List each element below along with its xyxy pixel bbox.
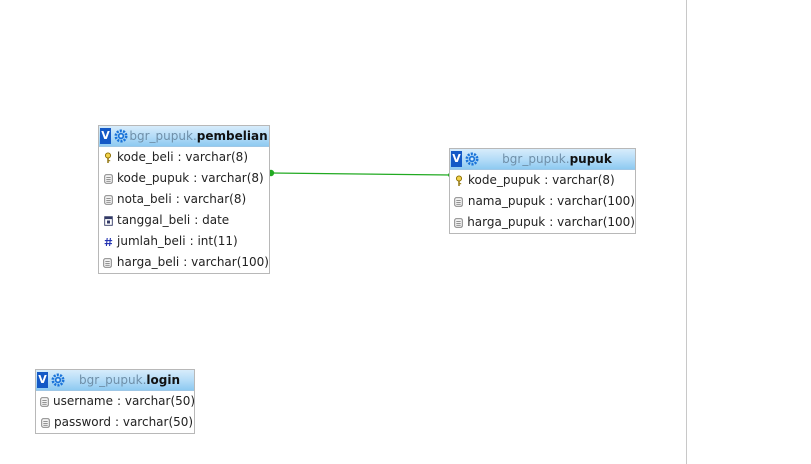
column-row-nama-pupuk[interactable]: nama_pupuk: varchar(100): [450, 191, 635, 212]
table-header[interactable]: V bgr_pupuk.login: [36, 370, 194, 391]
column-icon: [454, 195, 464, 209]
column-row-jumlah-beli[interactable]: jumlah_beli: int(11): [99, 231, 269, 252]
column-name: password: [54, 415, 111, 429]
column-name: harga_beli: [116, 255, 180, 269]
canvas-divider: [686, 0, 687, 464]
column-name: kode_pupuk: [468, 173, 541, 187]
column-name: jumlah_beli: [117, 234, 186, 248]
database-name: bgr_pupuk.: [129, 129, 197, 143]
column-row-tanggal-beli[interactable]: tanggal_beli: date: [99, 210, 269, 231]
column-row-password[interactable]: password: varchar(50): [36, 412, 194, 433]
database-name: bgr_pupuk.: [502, 152, 570, 166]
column-row-username[interactable]: username : varchar(50): [36, 391, 196, 412]
column-name: harga_pupuk: [467, 215, 546, 229]
table-title[interactable]: bgr_pupuk.login: [65, 373, 194, 387]
toggle-columns-button[interactable]: V: [100, 128, 111, 144]
column-row-harga-pupuk[interactable]: harga_pupuk: varchar(100): [450, 212, 635, 233]
column-type: : varchar(50): [114, 415, 194, 429]
column-type: : int(11): [189, 234, 238, 248]
column-name: kode_beli: [117, 150, 174, 164]
numeric-icon: [103, 235, 113, 249]
column-row-harga-beli[interactable]: harga_beli: varchar(100): [99, 252, 269, 273]
gear-icon[interactable]: [114, 129, 128, 143]
gear-icon[interactable]: [51, 373, 65, 387]
date-icon: [103, 214, 113, 228]
column-icon: [103, 256, 113, 270]
table-name: pembelian: [196, 129, 268, 143]
column-list: kode_beli: varchar(8)kode_pupuk: varchar…: [99, 147, 269, 273]
key-icon: [454, 174, 464, 188]
column-icon: [454, 216, 463, 230]
table-header[interactable]: V bgr_pupuk.pembelian: [99, 126, 269, 147]
relation-line-kode-pupuk[interactable]: [270, 172, 452, 176]
column-row-kode-pupuk[interactable]: kode_pupuk: varchar(8): [99, 168, 269, 189]
column-type: : varchar(100): [549, 215, 635, 229]
gear-icon[interactable]: [465, 152, 479, 166]
column-type: : varchar(8): [193, 171, 264, 185]
column-name: nama_pupuk: [467, 194, 546, 208]
column-list: kode_pupuk: varchar(8)nama_pupuk: varcha…: [450, 170, 635, 233]
column-icon: [40, 416, 50, 430]
toggle-columns-button[interactable]: V: [451, 151, 462, 167]
column-type: : varchar(8): [177, 150, 249, 164]
column-type: : varchar(50): [117, 394, 196, 408]
column-type: : varchar(8): [544, 173, 615, 187]
table-header[interactable]: V bgr_pupuk.pupuk: [450, 149, 635, 170]
column-name: username: [53, 394, 113, 408]
column-name: tanggal_beli: [117, 213, 191, 227]
table-title[interactable]: bgr_pupuk.pupuk: [479, 152, 635, 166]
table-name: login: [146, 373, 180, 387]
column-row-nota-beli[interactable]: nota_beli: varchar(8): [99, 189, 269, 210]
table-pembelian[interactable]: V bgr_pupuk.pembelian kode_beli: varchar…: [98, 125, 270, 274]
column-list: username: varchar(50)password: varchar(5…: [36, 391, 196, 433]
table-pupuk[interactable]: V bgr_pupuk.pupuk kode_pupuk: varchar(8)…: [449, 148, 636, 234]
key-icon: [103, 151, 113, 165]
column-icon: [103, 193, 113, 207]
column-type: : date: [194, 213, 230, 227]
table-login[interactable]: V bgr_pupuk.login username: varchar(50)p…: [35, 369, 195, 434]
column-type: : varchar(8): [175, 192, 247, 206]
column-row-kode-beli[interactable]: kode_beli: varchar(8): [99, 147, 269, 168]
column-type: : varchar(100): [183, 255, 269, 269]
table-title[interactable]: bgr_pupuk.pembelian: [128, 129, 269, 143]
column-icon: [103, 172, 113, 186]
column-name: kode_pupuk: [117, 171, 190, 185]
column-name: nota_beli: [117, 192, 172, 206]
column-type: : varchar(100): [549, 194, 635, 208]
column-row-kode-pupuk[interactable]: kode_pupuk: varchar(8): [450, 170, 635, 191]
toggle-columns-button[interactable]: V: [37, 372, 48, 388]
column-icon: [40, 395, 49, 409]
table-name: pupuk: [569, 152, 612, 166]
database-name: bgr_pupuk.: [79, 373, 147, 387]
